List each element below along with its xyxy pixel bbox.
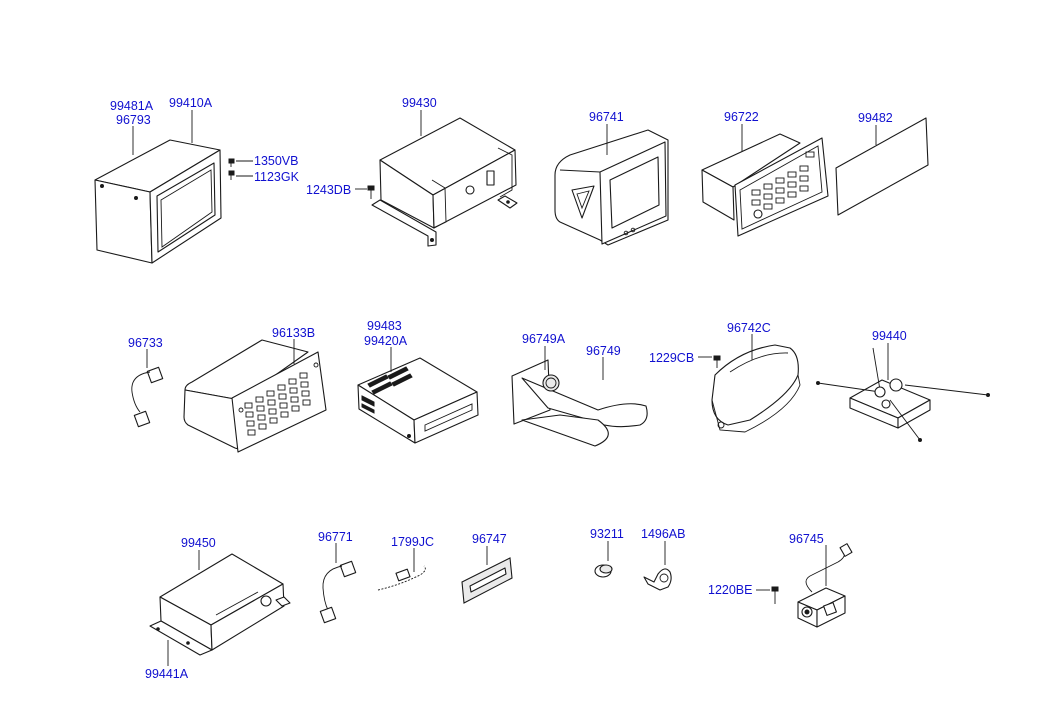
label-99441A: 99441A xyxy=(145,667,189,681)
grommet-93211 xyxy=(594,564,613,578)
label-93211: 93211 xyxy=(590,527,624,541)
label-96742C: 96742C xyxy=(727,321,771,335)
label-96749: 96749 xyxy=(586,344,621,358)
label-1350VB: 1350VB xyxy=(254,154,298,168)
label-99410A: 99410A xyxy=(169,96,213,110)
label-96745: 96745 xyxy=(789,532,824,546)
label-1123GK: 1123GK xyxy=(254,170,300,184)
label-1799JC: 1799JC xyxy=(391,535,434,549)
wire-harness-96771 xyxy=(319,560,357,624)
label-96133B: 96133B xyxy=(272,326,315,340)
speaker-96745 xyxy=(797,543,853,628)
screw-1243DB xyxy=(367,185,375,199)
switch-panel-96722 xyxy=(701,133,829,237)
screw-1229CB xyxy=(713,355,721,368)
keypad-keys xyxy=(238,362,319,436)
label-plate-99482 xyxy=(835,117,929,216)
label-1229CB: 1229CB xyxy=(649,351,694,365)
label-96747: 96747 xyxy=(472,532,507,546)
bracket-96749 xyxy=(511,359,648,447)
label-99440: 99440 xyxy=(872,329,907,343)
label-96722: 96722 xyxy=(724,110,759,124)
label-1220BE: 1220BE xyxy=(708,583,752,597)
label-99420A: 99420A xyxy=(364,334,408,348)
label-99482: 99482 xyxy=(858,111,893,125)
label-99483: 99483 xyxy=(367,319,402,333)
monitor-96741 xyxy=(554,129,669,246)
screw-1123GK xyxy=(228,170,235,180)
control-box-99430 xyxy=(371,117,518,247)
label-99450: 99450 xyxy=(181,536,216,550)
amplifier-99450 xyxy=(149,553,291,656)
label-96771: 96771 xyxy=(318,530,353,544)
label-96733: 96733 xyxy=(128,336,163,350)
display-unit-99410A xyxy=(94,139,222,264)
label-99430: 99430 xyxy=(402,96,437,110)
switch-panel-buttons xyxy=(751,151,815,219)
wire-harness-96733 xyxy=(131,366,164,428)
cover-96742C xyxy=(711,344,801,433)
clip-1496AB xyxy=(643,568,672,591)
label-96749A: 96749A xyxy=(522,332,566,346)
antenna-99440 xyxy=(816,347,990,442)
label-96793: 96793 xyxy=(116,113,151,127)
keypad-96133B xyxy=(183,339,327,453)
label-1496AB: 1496AB xyxy=(641,527,685,541)
label-96747 xyxy=(461,557,513,604)
screw-1350VB xyxy=(228,158,235,167)
screw-1220BE xyxy=(771,586,779,604)
label-1243DB: 1243DB xyxy=(306,183,351,197)
label-96741: 96741 xyxy=(589,110,624,124)
label-99481A: 99481A xyxy=(110,99,154,113)
cable-tie-1799JC xyxy=(377,565,426,591)
receiver-vent-slots xyxy=(361,366,413,414)
receiver-99420A xyxy=(357,357,479,444)
